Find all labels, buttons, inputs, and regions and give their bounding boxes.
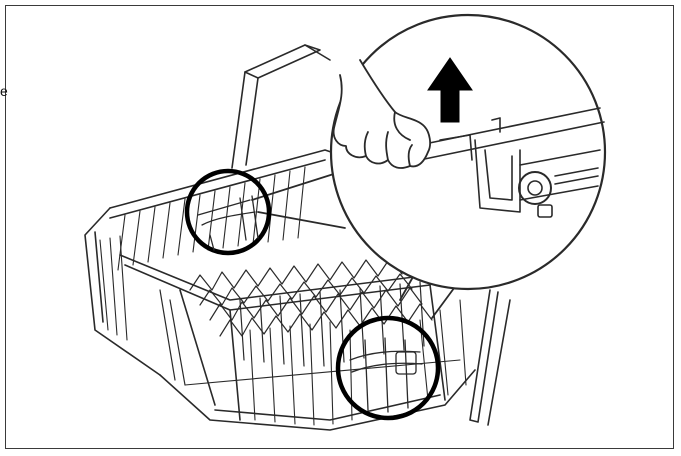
magnified-rail [404,107,605,218]
rack-front-wires [184,299,467,426]
hand-icon [332,59,431,169]
tub-frame [231,44,511,426]
rack-tines [159,257,433,386]
upper-circle-detail [197,195,259,251]
highlight-circle-lower [335,315,441,421]
stray-glyph: e [0,83,8,99]
lower-circle-detail [349,337,423,413]
up-arrow-icon [427,57,473,123]
highlight-circle-upper [184,168,272,256]
rack-roller [518,171,552,205]
magnifier-callout [329,13,607,291]
